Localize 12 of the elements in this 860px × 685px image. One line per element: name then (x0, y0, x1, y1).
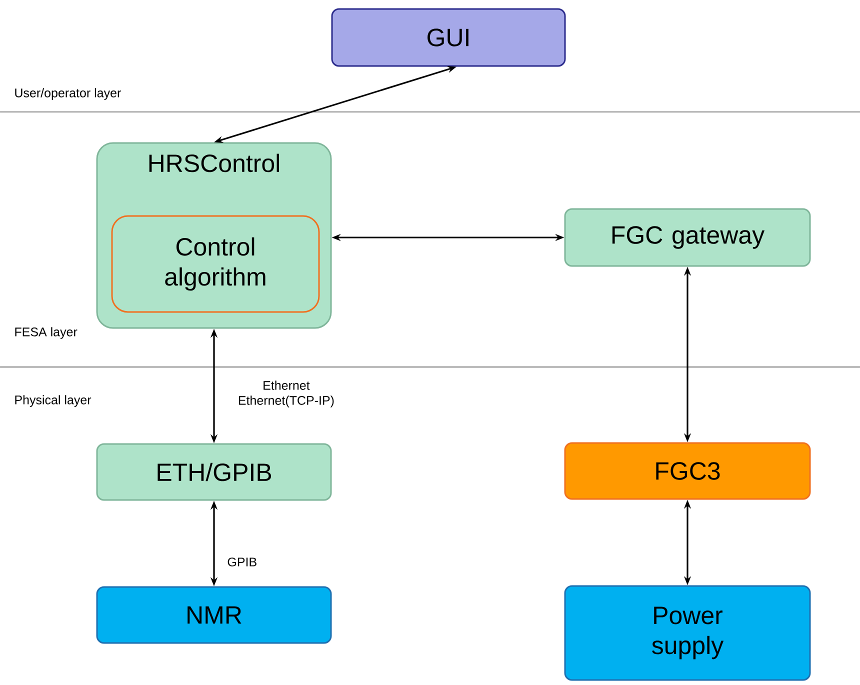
edge-label: Ethernet Ethernet(TCP-IP) (238, 380, 334, 408)
layer-label: Physical layer (15, 395, 92, 407)
algorithm-box: Control algorithm (111, 215, 320, 313)
power-supply-box: Power supply (564, 585, 811, 681)
sensor-box: NMR (96, 586, 332, 644)
interface-box: ETH/GPIB (96, 443, 332, 501)
edge-label: GPIB (228, 558, 256, 566)
controller-box: FGC3 (564, 442, 811, 500)
layer-label: FESA layer (15, 327, 78, 339)
gateway-box: FGC gateway (564, 208, 811, 267)
gui-box: GUI (331, 8, 566, 67)
layer-label: User/operator layer (15, 88, 121, 100)
